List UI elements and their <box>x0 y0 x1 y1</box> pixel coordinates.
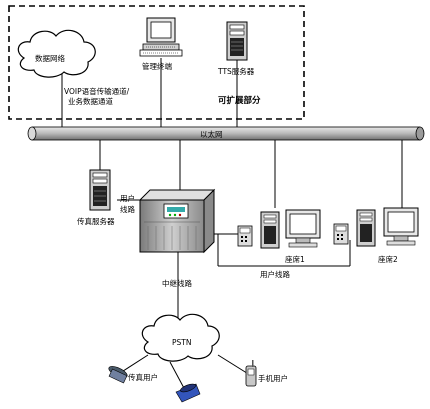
mobile-phone-icon <box>245 360 257 387</box>
data-network-cloud <box>17 29 96 78</box>
mobile-user-label: 手机用户 <box>258 373 288 383</box>
seat1-phone-icon <box>237 225 253 247</box>
seat2-label: 座席2 <box>378 254 398 264</box>
seat2-computer-icon <box>356 207 419 247</box>
phone-icon <box>175 383 201 403</box>
switch-cabinet-icon <box>138 188 216 254</box>
expandable-region-border <box>8 5 305 120</box>
tts-server-label: TTS服务器 <box>217 66 255 76</box>
user-line-label-bottom: 用户线路 <box>260 269 290 279</box>
fax-user-label: 传真用户 <box>128 372 158 382</box>
seat1-computer-icon <box>260 209 321 249</box>
trunk-line-label: 中继线路 <box>162 278 192 288</box>
tts-server-icon <box>226 21 248 61</box>
seat1-label: 座席1 <box>285 254 305 264</box>
user-line-label-left-1: 用户 <box>120 193 135 203</box>
voip-channel-label-line1: VOIP语音传输通道/ <box>64 86 130 96</box>
user-line-label-left-2: 线路 <box>120 204 135 214</box>
seat2-phone-icon <box>333 223 349 245</box>
ethernet-pipe <box>27 126 425 141</box>
management-terminal-label: 管理终端 <box>142 61 172 71</box>
connection-lines <box>61 58 403 391</box>
fax-user-phone-icon <box>108 366 128 384</box>
management-terminal-icon <box>139 17 183 57</box>
voip-channel-label-line2: 业务数据通道 <box>68 96 113 106</box>
expandable-part-label: 可扩展部分 <box>218 95 261 106</box>
data-network-label: 数据网络 <box>35 53 65 63</box>
pstn-label: PSTN <box>172 338 191 347</box>
fax-server-icon <box>89 169 111 211</box>
pstn-cloud <box>141 313 220 362</box>
fax-server-label: 传真服务器 <box>77 216 115 226</box>
ethernet-label: 以太网 <box>200 129 223 139</box>
